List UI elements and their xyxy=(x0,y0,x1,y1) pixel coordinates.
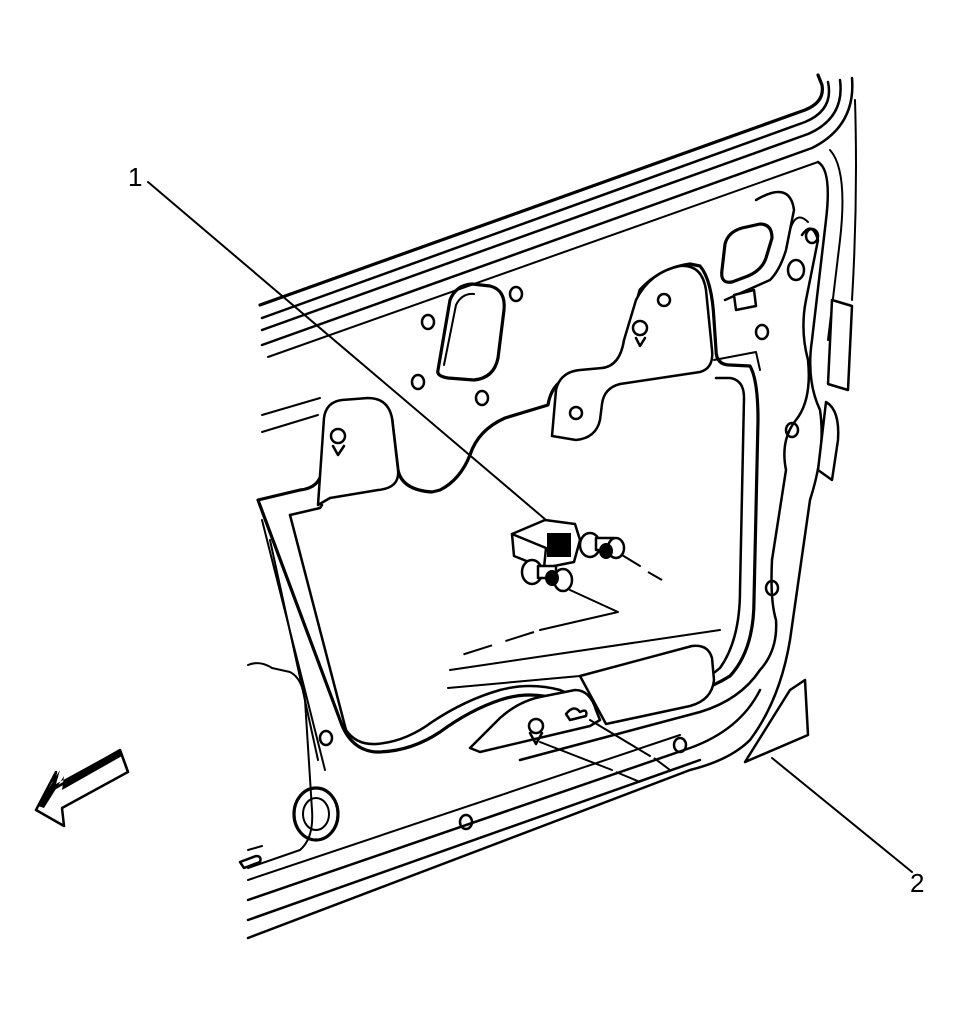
installation-guide-lines xyxy=(451,554,671,783)
callout-1: 1 xyxy=(128,162,547,521)
callout-label-1: 1 xyxy=(128,162,142,192)
center-bracket xyxy=(550,264,761,442)
upper-right-openings xyxy=(720,222,774,312)
panel-holes xyxy=(238,227,820,870)
door-module-component xyxy=(510,518,626,593)
inner-panel-contour xyxy=(518,190,820,762)
front-direction-arrow-icon xyxy=(34,748,130,828)
door-upper-frame xyxy=(258,73,857,358)
lower-recess xyxy=(447,629,721,754)
left-upper-bracket xyxy=(261,396,400,507)
module-fastener-upper xyxy=(578,531,626,560)
module-connector-grid xyxy=(547,533,571,557)
module-fastener-lower xyxy=(520,558,574,593)
door-hinge-tabs xyxy=(743,298,854,764)
upper-square-opening xyxy=(436,282,506,382)
lower-left-panel xyxy=(247,662,340,869)
callout-label-2: 2 xyxy=(910,868,924,898)
callout-2: 2 xyxy=(771,757,924,898)
